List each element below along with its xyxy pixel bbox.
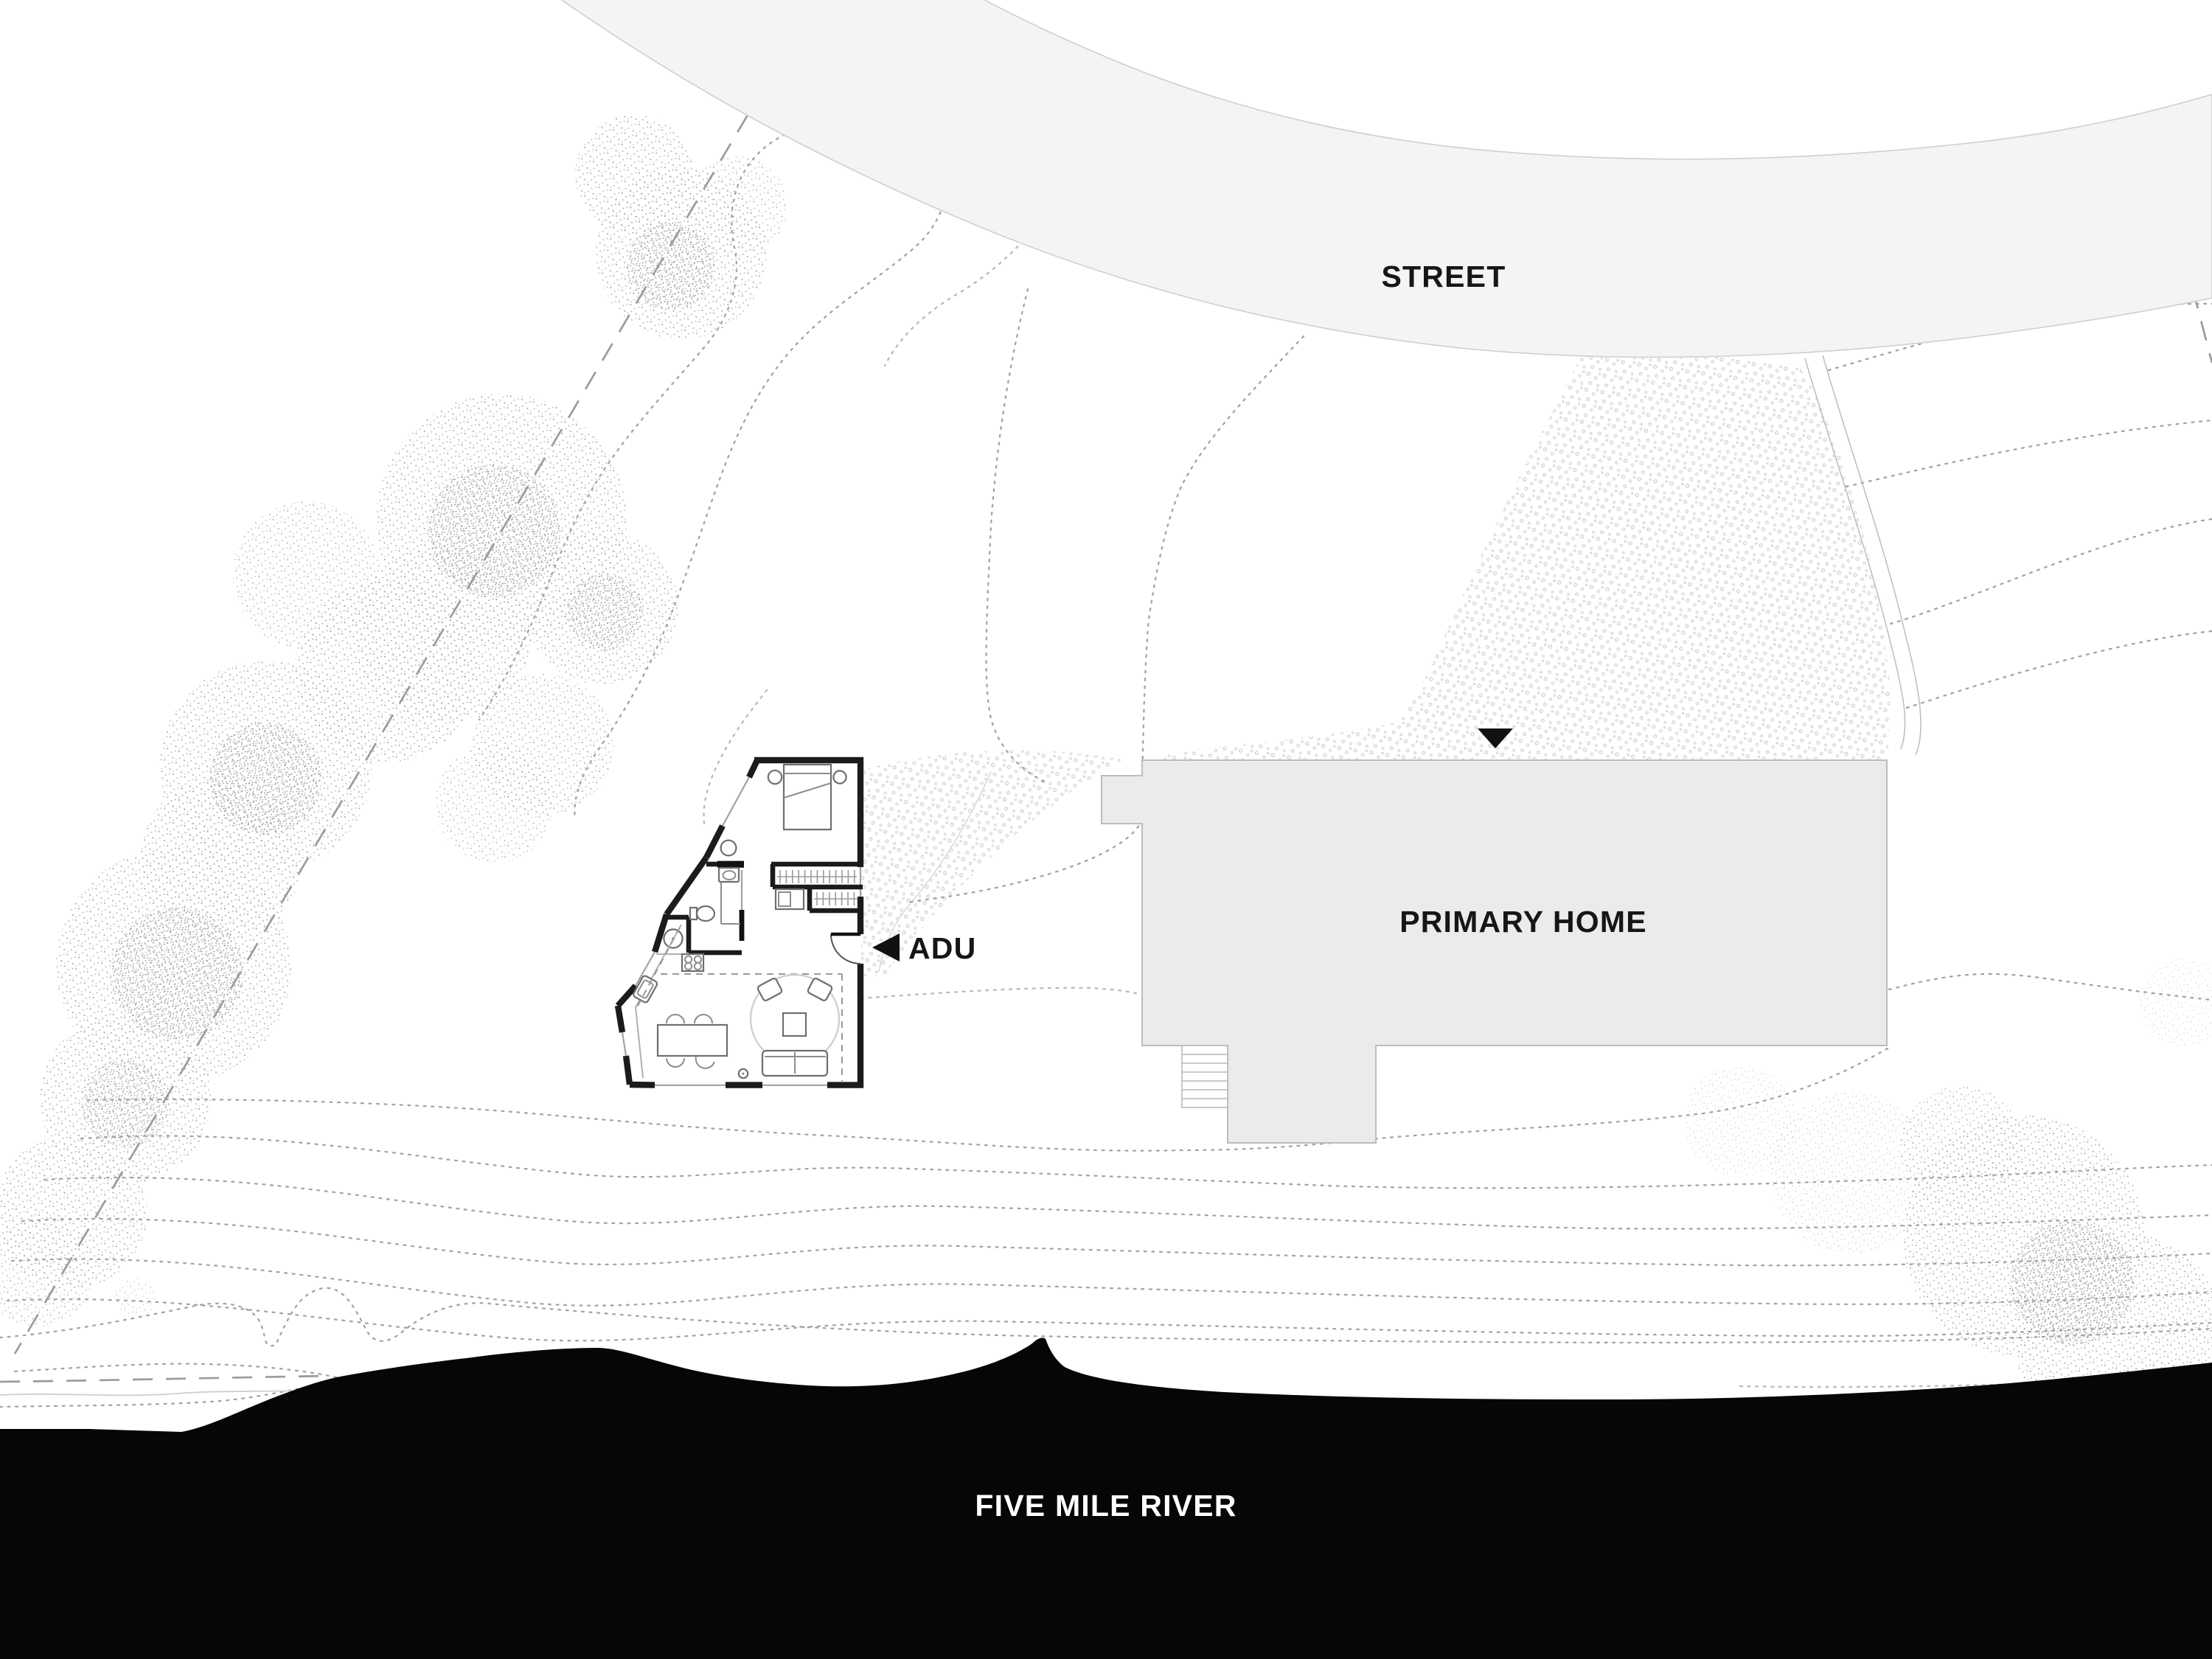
tree-canopy [2138,959,2212,1047]
tree-canopy [233,501,380,649]
nightstand [832,770,847,785]
nightstand [767,769,783,785]
pocket-door-leaf [717,860,744,868]
pocket-door-leaf [739,910,745,941]
tree-canopy-core [566,574,643,650]
toilet-bowl [695,905,716,922]
tree-clusters [0,115,2212,1523]
adu-living-dining [636,927,843,1082]
river-label: FIVE MILE RIVER [975,1489,1237,1523]
adu-floor-plan [614,757,864,1088]
tree-canopy [0,1215,93,1327]
armchair [757,978,783,1001]
bed [782,763,832,831]
street [560,0,2212,358]
dresser-drawer [778,891,791,907]
left-triangle-icon [872,933,900,961]
armchair [807,978,833,1001]
down-triangle-icon [1478,728,1513,748]
contour-line [0,1380,333,1408]
contour-line [703,689,768,830]
contour-line [907,335,1305,904]
tree-canopy-core [111,907,243,1040]
dining-chair [666,1057,685,1068]
river-shape [0,1338,2212,1659]
street-band [560,0,2212,358]
adu-entry-door [830,932,861,964]
adu-label: ADU [908,931,976,965]
tree-canopy-core [627,221,715,310]
tree-canopy-core [209,723,321,835]
footpath-edge [1822,355,1921,756]
street-label: STREET [1382,260,1506,293]
patio-outline [636,927,843,1082]
river [0,1338,2212,1659]
contour-line [985,288,1046,783]
adu-exterior-walls [614,757,864,1088]
adu-bathroom [663,866,740,949]
dining-table [656,1023,728,1057]
adu-windows [621,776,862,1086]
contour-line [860,987,1140,1000]
tree-canopy [687,156,787,257]
gravel-main-swath [1143,342,1891,768]
tree-canopy [1684,1065,1796,1177]
adu-kitchen [633,924,705,1079]
gravel-adu-walkway [861,750,1124,976]
round-table [720,839,737,857]
dining-chair [695,1056,715,1069]
tree-canopy-core [428,465,560,597]
footpath-edge [1804,358,1906,750]
stove [681,953,705,973]
adu-bedroom [720,763,847,857]
tree-canopy [115,1277,156,1318]
tree-canopy-core [81,1059,170,1147]
toilet-tank [689,906,698,921]
primary-home-stairs [1181,1045,1228,1108]
coffee-table [782,1012,807,1037]
footpath [1804,355,1921,756]
tree-canopy [1770,1091,1932,1253]
contour-line [87,1047,1889,1152]
adu-closets [774,870,857,911]
contour-line [1845,419,2212,488]
primary-home [1101,728,1888,1144]
tree-canopy-core [2010,1221,2134,1345]
adu-interior-walls [667,860,863,956]
property-line-south [0,1374,333,1383]
property-line-west [13,114,749,1354]
labels: STREET PRIMARY HOME ADU FIVE MILE RIVER [872,260,1647,1523]
contour-line [21,1217,2212,1267]
contour-line [6,1298,2212,1342]
kitchen-sink [633,975,658,1004]
dining-chair [666,1014,685,1024]
contour-line [1889,518,2212,625]
contour-line [1905,630,2212,709]
primary-home-label: PRIMARY HOME [1399,905,1647,939]
contour-line [10,1258,2212,1307]
contour-line [574,134,950,821]
contour-line [13,1363,338,1379]
tree-canopy [435,745,553,863]
dining-chair [694,1014,713,1024]
contour-line [0,1287,2212,1347]
